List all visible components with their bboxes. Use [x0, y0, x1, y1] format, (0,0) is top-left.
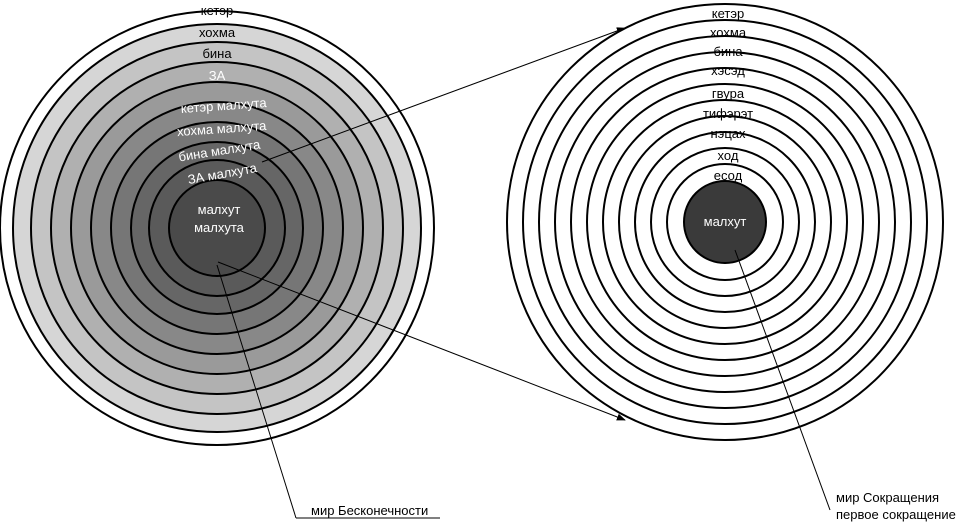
label-keter: кетэр — [201, 3, 233, 18]
label-center-line1: малхут — [198, 202, 241, 217]
label-r-gvura: гвура — [712, 86, 745, 101]
connector-arrows — [217, 27, 626, 421]
infinity-world-diagram: кетэр хохма бина ЗА кетэр малхута хохма … — [0, 3, 440, 519]
label-r-yesod: есод — [714, 168, 743, 183]
leader-line-right — [734, 249, 831, 511]
restriction-world-diagram: кетэр хохма бина хэсэд гвура тифэрэт нэц… — [506, 3, 956, 522]
center-malkhut-malkhuta — [168, 179, 266, 277]
label-r-hokhma: хохма — [710, 25, 747, 40]
label-r-hod: ход — [718, 148, 739, 163]
label-r-keter: кетэр — [712, 6, 744, 21]
arrow-to-top — [261, 27, 626, 163]
label-r-hesed: хэсэд — [711, 63, 745, 78]
world-restriction-label-line1: мир Сокращения — [836, 490, 939, 505]
world-restriction-label-line2: первое сокращение — [836, 507, 956, 522]
leader-line-left — [216, 264, 297, 519]
label-hokhma: хохма — [199, 25, 236, 40]
label-r-tiferet: тифэрэт — [703, 106, 753, 121]
label-r-bina: бина — [713, 44, 743, 59]
label-za: ЗА — [209, 68, 226, 83]
label-hokhma-malkhuta: хохма малхута — [177, 118, 268, 139]
world-infinity-label: мир Бесконечности — [311, 503, 428, 518]
label-bina: бина — [202, 46, 232, 61]
label-keter-malkhuta: кетэр малхута — [180, 95, 267, 116]
arrow-to-bottom — [217, 261, 626, 421]
label-r-center: малхут — [704, 214, 747, 229]
label-center-line2: малхута — [194, 220, 245, 235]
center-malkhut — [683, 180, 767, 264]
label-r-netsah: нэцах — [711, 126, 746, 141]
